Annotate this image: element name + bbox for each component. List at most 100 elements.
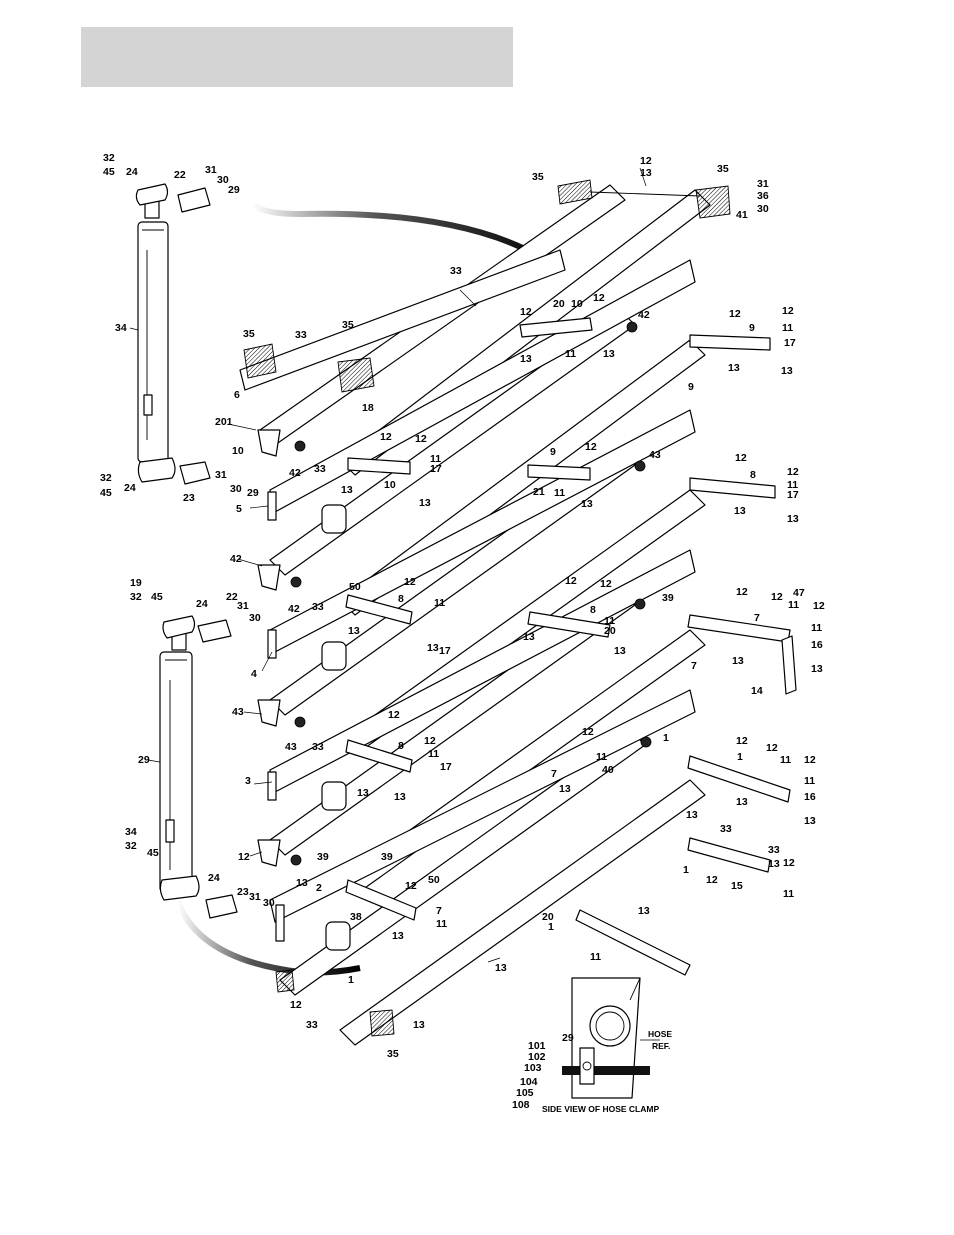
callout-23: 23 — [183, 492, 195, 504]
callout-29: 30 — [249, 612, 261, 624]
callout-22: 24 — [196, 598, 208, 610]
callout-43: 43 — [649, 449, 661, 461]
callout-12: 13 — [768, 858, 780, 870]
callout-12: 12 — [585, 441, 597, 453]
lower-hose — [175, 900, 361, 976]
callout-11: 11 — [788, 599, 799, 611]
callout-13: 13 — [781, 365, 793, 377]
callout-31: 22 — [226, 591, 238, 603]
callout-1: 1 — [737, 751, 743, 763]
callout-30: 30 — [217, 174, 229, 186]
callout-12: 12 — [380, 431, 392, 443]
callout-35: 35 — [243, 328, 255, 340]
callout-12: 12 — [736, 735, 748, 747]
callout-11: 7 — [436, 905, 442, 917]
callout-23: 24 — [208, 872, 220, 884]
callout-39: 39 — [317, 851, 329, 863]
callout-42: 42 — [289, 467, 301, 479]
callout-11: 11 — [787, 479, 798, 491]
callout-35: 13 — [413, 1019, 425, 1031]
callout-12: 1 — [348, 974, 354, 986]
callout-50: 50 — [349, 581, 361, 593]
callout-13: 13 — [341, 484, 353, 496]
callout-12: 12 — [813, 600, 825, 612]
callout-33: 13 — [686, 809, 698, 821]
callout-32: 19 — [130, 577, 142, 589]
callout-11: 11 — [596, 751, 607, 763]
callout-labels: 32 45 24 22 31 30 29 34 24 23 31 30 29 3… — [100, 152, 825, 1111]
callout-11: 11 — [811, 622, 822, 634]
callout-16: 16 — [804, 791, 816, 803]
callout-13: 13 — [581, 498, 593, 510]
callout-9: 9 — [550, 446, 556, 458]
callout-30: 30 — [230, 483, 242, 495]
callout-45: 32 — [130, 591, 142, 603]
callout-10: 10 — [232, 445, 244, 457]
callout-33: 33 — [312, 601, 324, 613]
callout-40: 40 — [602, 764, 614, 776]
callout-1: 20 — [542, 911, 554, 923]
callout-12: 12 — [766, 742, 778, 754]
callout-42: 42 — [288, 603, 300, 615]
callout-24: 45 — [147, 847, 159, 859]
callout-15: 12 — [706, 874, 718, 886]
callout-108: 105 — [516, 1087, 534, 1099]
callout-34: 34 — [115, 322, 127, 334]
upper-hydraulic-cylinder — [135, 183, 211, 485]
callout-13: 38 — [350, 911, 362, 923]
callout-12: 12 — [388, 709, 400, 721]
callout-32: 32 — [100, 472, 112, 484]
callout-11: 11 — [782, 322, 793, 334]
callout-29: 29 — [247, 487, 259, 499]
callout-42: 42 — [638, 309, 650, 321]
upper-hose — [249, 200, 562, 273]
callout-12: 12 — [600, 578, 612, 590]
callout-47: 47 — [793, 587, 805, 599]
callout-33: 2 — [316, 882, 322, 894]
callout-7: 12 — [405, 880, 417, 892]
callout-30: 30 — [757, 203, 769, 215]
callout-8: 8 — [590, 604, 596, 616]
callout-20: 13 — [638, 905, 650, 917]
callout-13: 13 — [614, 645, 626, 657]
callout-45: 45 — [100, 487, 112, 499]
callout-11: 11 — [804, 775, 815, 787]
callout-8: 8 — [750, 469, 756, 481]
callout-12: 12 — [735, 452, 747, 464]
callout-13: 13 — [811, 663, 823, 675]
callout-101: 29 — [562, 1032, 574, 1044]
callout-11: 11 — [604, 615, 615, 627]
callout-11: 11 — [434, 597, 445, 609]
callout-11: 12 — [783, 857, 795, 869]
callout-102: 101 — [528, 1040, 546, 1052]
callout-29: 29 — [228, 184, 240, 196]
callout-13: 13 — [640, 167, 652, 179]
callout-43: 43 — [285, 741, 297, 753]
callout-29: 30 — [263, 897, 275, 909]
callout-11: 11 — [780, 754, 791, 766]
callout-12: 12 — [729, 308, 741, 320]
callout-13: 13 — [392, 930, 404, 942]
callout-13: 13 — [523, 631, 535, 643]
callout-10: 10 — [571, 298, 583, 310]
callout-33: 33 — [314, 463, 326, 475]
callout-12: 50 — [428, 874, 440, 886]
callout-11: 11 — [554, 487, 565, 499]
callout-12: 12 — [640, 155, 652, 167]
callout-13: 1 — [683, 864, 689, 876]
callout-33: 33 — [312, 741, 324, 753]
callout-24: 24 — [124, 482, 136, 494]
callout-12: 12 — [787, 466, 799, 478]
callout-35: 35 — [532, 171, 544, 183]
callout-1: 13 — [495, 962, 507, 974]
callout-13: 33 — [306, 1019, 318, 1031]
callout-6: 6 — [234, 389, 240, 401]
callout-41: 41 — [736, 209, 748, 221]
callout-33: 33 — [295, 329, 307, 341]
lower-hydraulic-cylinder — [159, 615, 238, 919]
callout-13: 13 — [419, 497, 431, 509]
callout-1: 15 — [731, 880, 743, 892]
callout-14: 14 — [751, 685, 763, 697]
callout-17: 17 — [430, 463, 442, 475]
